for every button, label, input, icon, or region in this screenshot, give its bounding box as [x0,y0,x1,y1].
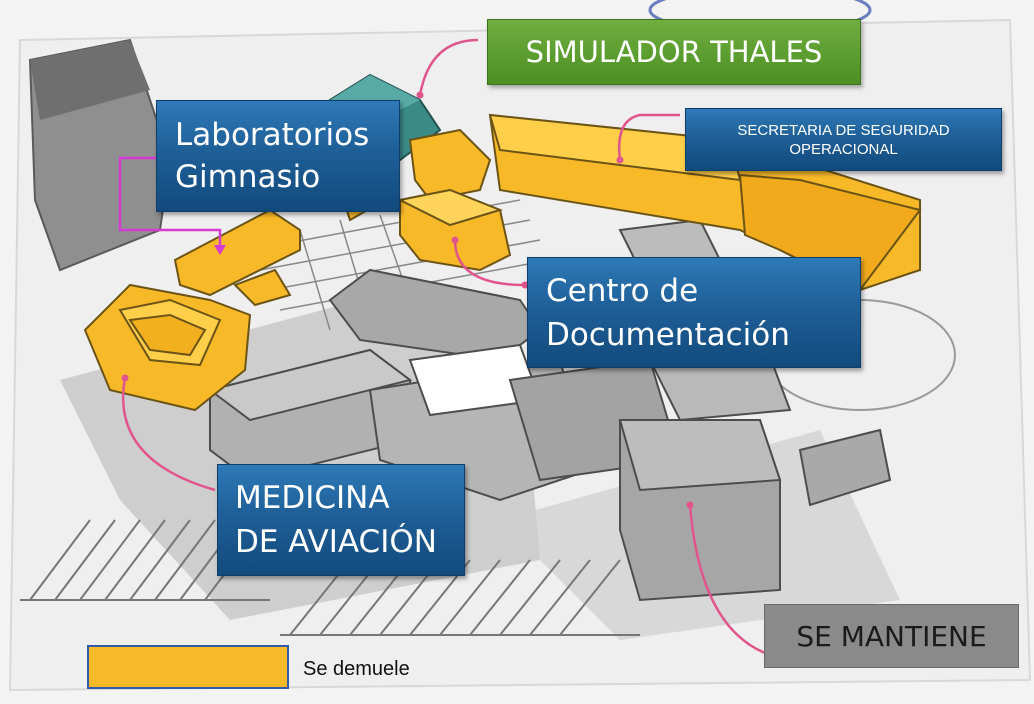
label-secretaria-line2: OPERACIONAL [789,140,898,158]
label-simulador-thales: SIMULADOR THALES [487,19,861,85]
leader-simulador [418,38,479,96]
arrowhead-laboratorios [214,245,226,255]
label-laboratorios-line2: Gimnasio [175,159,321,195]
label-se-mantiene: SE MANTIENE [764,604,1019,668]
label-medicina-aviacion: MEDICINA DE AVIACIÓN [217,464,465,576]
leader-lines [118,38,771,657]
label-se-mantiene-text: SE MANTIENE [796,619,987,653]
label-centro-line2: Documentación [546,316,790,353]
left-dark-building-roof [30,40,150,120]
legend-swatch-demolish [87,645,289,689]
label-medicina-line2: DE AVIACIÓN [235,524,437,560]
leader-centro [453,239,526,287]
label-simulador-text: SIMULADOR THALES [525,35,823,69]
label-medicina-line1: MEDICINA [235,480,390,516]
label-centro-documentacion: Centro de Documentación [527,257,861,368]
label-centro-line1: Centro de [546,272,699,309]
label-laboratorios: Laboratorios Gimnasio [156,100,400,212]
leader-mantiene [688,504,771,657]
kept-buildings [207,218,892,602]
leader-secretaria [617,113,680,161]
label-secretaria: SECRETARIA DE SEGURIDAD OPERACIONAL [685,108,1002,171]
legend-label-demolish: Se demuele [303,658,410,680]
leader-laboratorios [118,156,222,248]
leader-medicina [121,377,216,492]
label-laboratorios-line1: Laboratorios [175,117,370,153]
label-secretaria-line1: SECRETARIA DE SEGURIDAD [737,121,950,139]
